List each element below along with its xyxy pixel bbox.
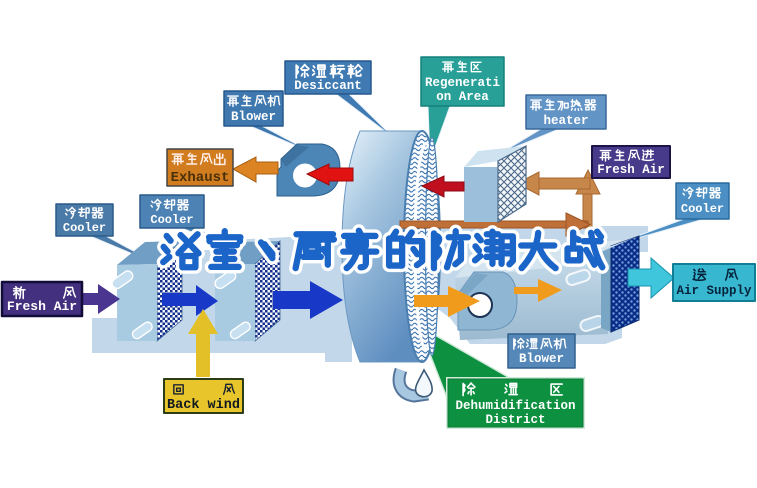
svg-text:Fresh Air: Fresh Air [597,163,665,177]
svg-text:Air Supply: Air Supply [676,284,752,298]
svg-text:Blower: Blower [519,352,564,366]
svg-text:Dehumidification: Dehumidification [455,399,575,413]
svg-text:on Area: on Area [436,90,489,104]
svg-text:Desiccant: Desiccant [294,79,362,93]
svg-text:Fresh Air: Fresh Air [7,299,77,314]
svg-text:Cooler: Cooler [150,213,193,227]
svg-text:Cooler: Cooler [63,221,106,235]
svg-text:Back wind: Back wind [167,398,240,413]
svg-text:Exhaust: Exhaust [171,170,230,186]
svg-text:heater: heater [543,114,588,128]
svg-text:District: District [485,413,545,427]
svg-text:Regenerati: Regenerati [425,76,500,90]
svg-text:Cooler: Cooler [681,202,724,216]
svg-text:Blower: Blower [231,110,276,124]
